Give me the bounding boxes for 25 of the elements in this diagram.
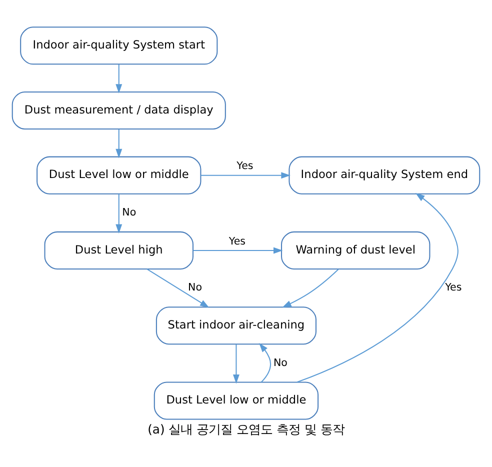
node-box: Warning of dust level — [281, 230, 430, 269]
node-box: Indoor air-quality System start — [20, 26, 218, 64]
edge-label: No — [188, 281, 202, 294]
edge-label: No — [122, 206, 136, 218]
arrow — [146, 268, 210, 308]
edge-label: Yes — [236, 160, 254, 172]
node-box: Dust Level low or middle — [154, 381, 319, 420]
node-box: Indoor air-quality System end — [288, 156, 480, 194]
caption: (a) 실내 공기질 오염도 측정 및 동작 — [148, 422, 344, 436]
arrow — [200, 172, 290, 178]
node-box: Start indoor air-cleaning — [156, 306, 316, 344]
arrow — [116, 64, 122, 93]
arrow — [116, 194, 122, 233]
edge-label: No — [273, 356, 288, 368]
node-box: Dust measurement / data display — [12, 90, 226, 130]
arrow — [282, 268, 339, 308]
node-box: Dust Level high — [44, 230, 194, 269]
arrow — [259, 342, 271, 382]
arrow — [296, 192, 458, 382]
node-box: Dust Level low or middle — [36, 156, 202, 194]
arrow — [116, 128, 122, 158]
arrow — [193, 246, 283, 254]
edge-label: Yes — [228, 234, 246, 247]
arrow — [232, 344, 240, 384]
edge-label: Yes — [445, 281, 462, 294]
